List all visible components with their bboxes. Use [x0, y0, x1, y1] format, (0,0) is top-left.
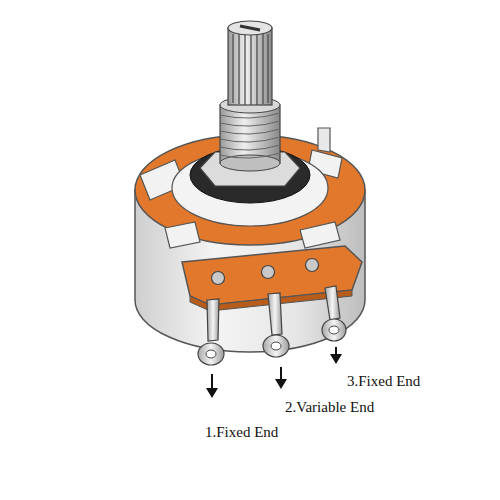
- pointer-arrow: [206, 347, 342, 398]
- terminal-label: 3.Fixed End: [347, 372, 420, 390]
- terminal-label: 2.Variable End: [285, 398, 374, 416]
- terminal-label: 1.Fixed End: [205, 423, 278, 441]
- terminal-lug: [198, 286, 346, 365]
